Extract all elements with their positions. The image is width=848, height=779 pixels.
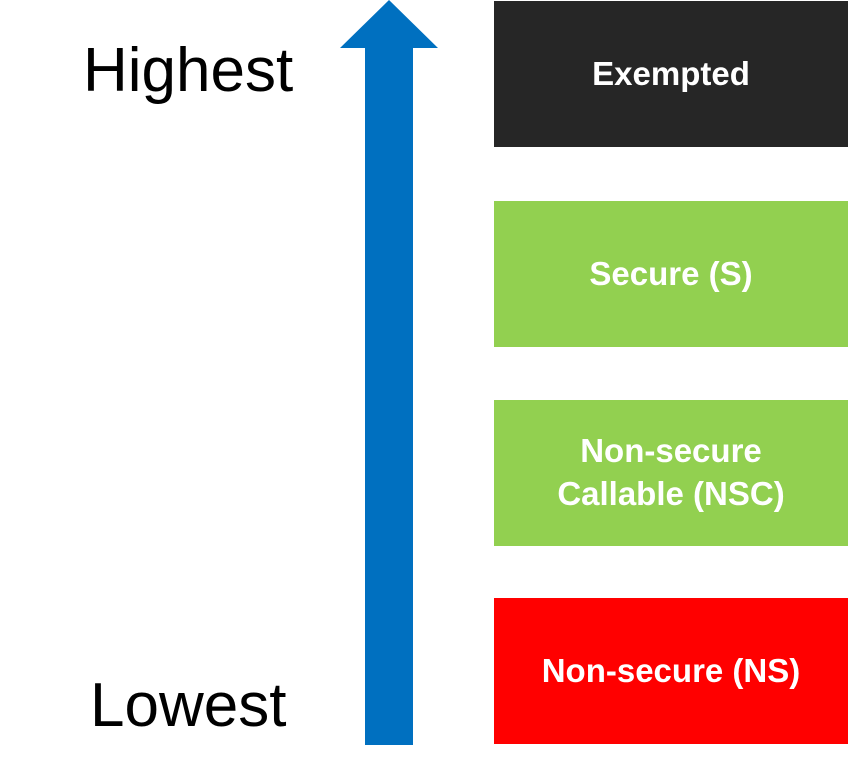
- level-secure-label: Secure (S): [589, 254, 753, 292]
- lowest-label: Lowest: [90, 671, 287, 740]
- level-nsc-label-line2: Callable (NSC): [557, 475, 785, 512]
- priority-arrow-icon: [340, 0, 438, 745]
- level-secure: Secure (S): [494, 201, 848, 347]
- arrow-shape: [340, 0, 438, 745]
- level-non-secure-callable: Non-secure Callable (NSC): [494, 400, 848, 546]
- level-exempted: Exempted: [494, 1, 848, 147]
- level-nsc-label-line1: Non-secure: [580, 432, 762, 470]
- level-non-secure: Non-secure (NS): [494, 598, 848, 744]
- level-non-secure-label: Non-secure (NS): [541, 651, 801, 689]
- level-exempted-label: Exempted: [592, 54, 750, 92]
- highest-label: Highest: [83, 36, 294, 105]
